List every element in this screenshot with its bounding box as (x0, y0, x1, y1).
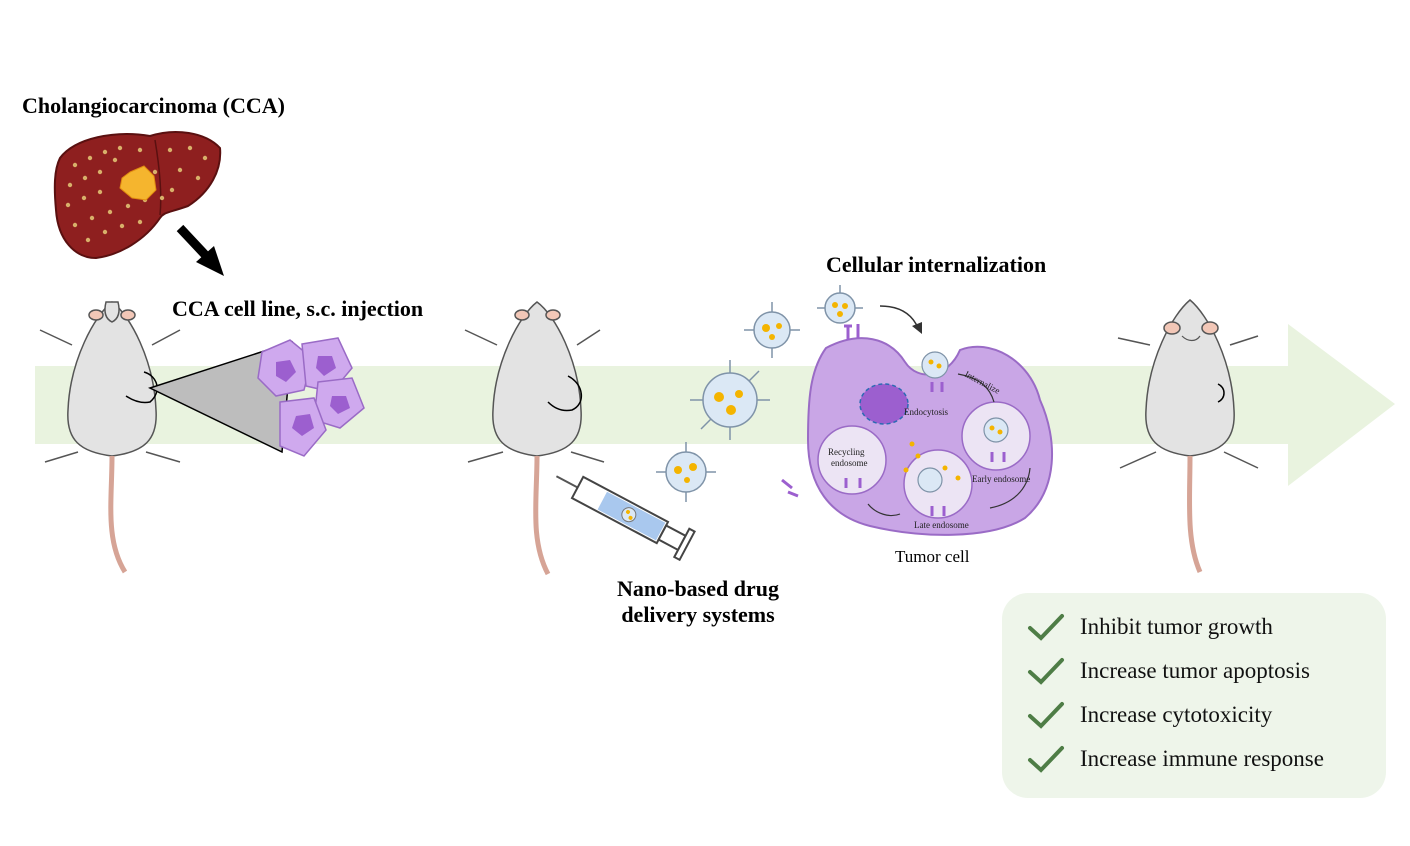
title-cellular-internalization: Cellular internalization (826, 252, 1047, 277)
effect-item: Increase cytotoxicity (1026, 695, 1272, 735)
label-late-endosome: Late endosome (914, 520, 969, 530)
effect-label: Increase immune response (1080, 746, 1324, 771)
nanoparticle (690, 360, 770, 440)
effect-item: Inhibit tumor growth (1026, 607, 1273, 647)
effect-item: Increase immune response (1026, 739, 1324, 779)
zoom-cone (147, 340, 293, 454)
label-endocytosis: Endocytosis (904, 407, 948, 417)
check-icon (1028, 658, 1064, 685)
effect-item: Increase tumor apoptosis (1026, 651, 1310, 691)
title-cholangiocarcinoma: Cholangiocarcinoma (CCA) (22, 93, 285, 118)
mouse-with-tumor-graft (39, 301, 181, 574)
nanoparticle (744, 302, 800, 358)
effects-panel: Inhibit tumor growth Increase tumor apop… (1002, 593, 1386, 798)
check-icon (1028, 746, 1064, 773)
effect-label: Inhibit tumor growth (1080, 614, 1273, 639)
tumor-cell-label: Tumor cell (895, 547, 970, 566)
label-recycling-endosome-2: endosome (831, 458, 868, 468)
liver-illustration (53, 131, 222, 260)
syringe (555, 475, 696, 562)
mouse-after-treatment (1117, 299, 1259, 574)
check-icon (1028, 614, 1064, 641)
title-nano-delivery: Nano-based drug delivery systems (617, 576, 779, 628)
effect-label: Increase cytotoxicity (1080, 702, 1273, 727)
label-early-endosome: Early endosome (972, 474, 1030, 484)
tumor-cell: Endocytosis Internalize Early endosome L… (781, 324, 1054, 536)
down-arrow-icon (176, 224, 224, 276)
mouse-treated (464, 301, 605, 576)
nanoparticle (656, 442, 716, 502)
title-cca-cell-line: CCA cell line, s.c. injection (172, 296, 424, 321)
nanoparticle (817, 285, 863, 324)
cca-cell-cluster (257, 337, 365, 457)
check-icon (1028, 702, 1064, 729)
label-recycling-endosome-1: Recycling (828, 447, 865, 457)
effect-label: Increase tumor apoptosis (1080, 658, 1310, 683)
